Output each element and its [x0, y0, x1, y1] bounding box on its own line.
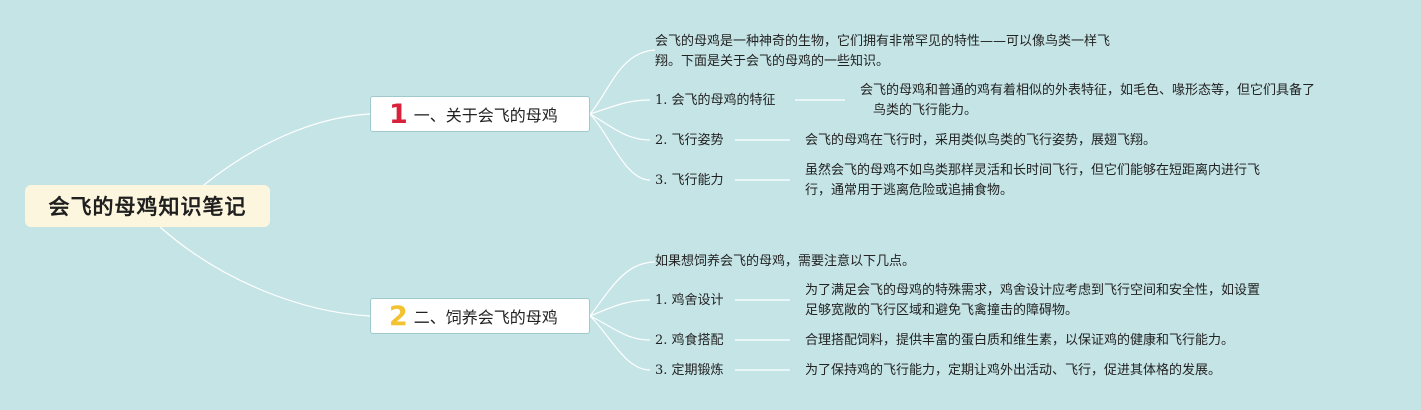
desc-line: 合理搭配饲料，提供丰富的蛋白质和维生素，以保证鸡的健康和飞行能力。	[805, 333, 1235, 348]
desc-line: 为了保持鸡的飞行能力，定期让鸡外出活动、飞行，促进其体格的发展。	[805, 363, 1222, 378]
link-b1-item2	[589, 113, 651, 141]
branch-title-2: 二、饲养会飞的母鸡	[413, 308, 558, 327]
b1-item-1-label[interactable]: 1. 会飞的母鸡的特征	[655, 93, 776, 108]
link-b2-item1	[589, 299, 651, 317]
branch-title-1: 一、关于会飞的母鸡	[413, 106, 558, 125]
branch-2-intro: 如果想饲养会飞的母鸡，需要注意以下几点。	[655, 252, 915, 272]
link-b2-intro	[589, 261, 656, 317]
desc-line: 为了满足会飞的母鸡的特殊需求，鸡舍设计应考虑到飞行空间和安全性，如设置	[805, 283, 1261, 298]
root-title: 会飞的母鸡知识笔记	[48, 195, 247, 219]
b2-item-3-desc: 为了保持鸡的飞行能力，定期让鸡外出活动、飞行，促进其体格的发展。	[805, 361, 1221, 381]
b2-item-2-label[interactable]: 2. 鸡食搭配	[655, 333, 724, 348]
intro-line: 翔。下面是关于会飞的母鸡的一些知识。	[655, 54, 890, 69]
link-b1-item3	[589, 113, 651, 181]
link-b1-item1	[589, 99, 651, 115]
link-root-branch-2	[159, 226, 371, 317]
b1-item-1-desc: 会飞的母鸡和普通的鸡有着相似的外表特征，如毛色、喙形态等，但它们具备了 鸟类的飞…	[860, 81, 1315, 121]
branch-number-1: 1	[389, 98, 408, 130]
b2-item-1-label[interactable]: 1. 鸡舍设计	[655, 293, 724, 308]
branch-number-2: 2	[389, 300, 408, 332]
desc-line: 鸟类的飞行能力。	[873, 103, 978, 118]
link-b1-intro	[589, 49, 656, 115]
b2-item-3-label[interactable]: 3. 定期锻炼	[655, 363, 724, 378]
desc-line: 足够宽敞的飞行区域和避免飞禽撞击的障碍物。	[805, 303, 1079, 318]
branch-node-2[interactable]: 2 二、饲养会飞的母鸡	[370, 298, 590, 334]
intro-line: 如果想饲养会飞的母鸡，需要注意以下几点。	[655, 254, 916, 269]
branch-node-1[interactable]: 1 一、关于会飞的母鸡	[370, 96, 590, 132]
branch-1-intro: 会飞的母鸡是一种神奇的生物，它们拥有非常罕见的特性——可以像鸟类一样飞 翔。下面…	[655, 32, 1110, 72]
intro-line: 会飞的母鸡是一种神奇的生物，它们拥有非常罕见的特性——可以像鸟类一样飞	[655, 34, 1111, 49]
desc-line: 会飞的母鸡在飞行时，采用类似鸟类的飞行姿势，展翅飞翔。	[805, 133, 1157, 148]
root-node[interactable]: 会飞的母鸡知识笔记	[25, 185, 270, 227]
b2-item-2-desc: 合理搭配饲料，提供丰富的蛋白质和维生素，以保证鸡的健康和飞行能力。	[805, 331, 1234, 351]
link-b2-item2	[589, 315, 651, 341]
b1-item-3-label[interactable]: 3. 飞行能力	[655, 173, 724, 188]
link-b2-item3	[589, 315, 651, 371]
desc-line: 行，通常用于逃离危险或追捕食物。	[805, 183, 1014, 198]
b1-item-2-label[interactable]: 2. 飞行姿势	[655, 133, 724, 148]
b2-item-1-desc: 为了满足会飞的母鸡的特殊需求，鸡舍设计应考虑到飞行空间和安全性，如设置 足够宽敞…	[805, 281, 1260, 321]
b1-item-3-desc: 虽然会飞的母鸡不如鸟类那样灵活和长时间飞行，但它们能够在短距离内进行飞 行，通常…	[805, 161, 1260, 201]
desc-line: 虽然会飞的母鸡不如鸟类那样灵活和长时间飞行，但它们能够在短距离内进行飞	[805, 163, 1261, 178]
desc-line: 会飞的母鸡和普通的鸡有着相似的外表特征，如毛色、喙形态等，但它们具备了	[860, 83, 1316, 98]
b1-item-2-desc: 会飞的母鸡在飞行时，采用类似鸟类的飞行姿势，展翅飞翔。	[805, 131, 1156, 151]
